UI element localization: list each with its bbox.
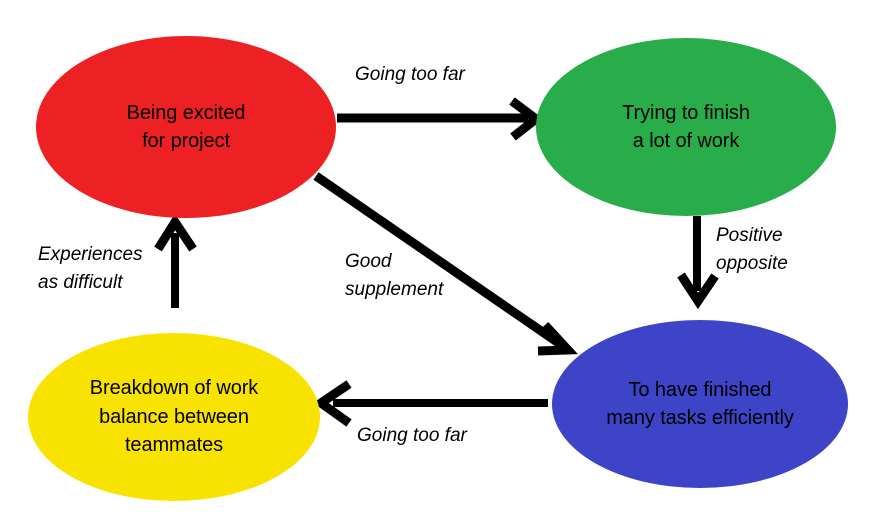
node-being-excited-for-project[interactable]: Being excited for project [36, 36, 336, 218]
edge-label-experiences-as-difficult: Experiences as difficult [38, 244, 143, 293]
edge-label-good-supplement: Good supplement [345, 251, 444, 300]
edge-arrow-top [337, 97, 544, 141]
edge-label-going-too-far-bottom: Going too far [357, 425, 467, 446]
edge-label-going-too-far-top: Going too far [355, 64, 465, 85]
edge-arrow-left [154, 213, 197, 308]
edge-label-positive-opposite: Positive opposite [716, 225, 788, 274]
node-label: To have finished many tasks efficiently [606, 378, 794, 429]
node-label: Being excited for project [126, 101, 246, 152]
node-trying-to-finish-a-lot-of-work[interactable]: Trying to finish a lot of work [536, 38, 836, 216]
edge-arrow-right [677, 216, 719, 310]
edge-arrow-bottom [313, 380, 548, 427]
node-label: Trying to finish a lot of work [622, 101, 750, 152]
node-breakdown-of-work-balance[interactable]: Breakdown of work balance between teamma… [28, 333, 320, 501]
node-to-have-finished-many-tasks-efficiently[interactable]: To have finished many tasks efficiently [552, 320, 848, 488]
node-label: Breakdown of work balance between teamma… [89, 377, 259, 457]
